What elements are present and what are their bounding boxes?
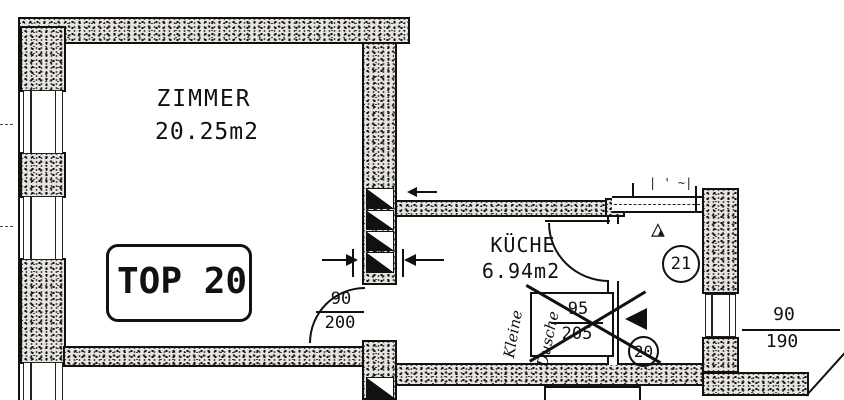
dim-fixture-top: 95 <box>567 299 589 319</box>
entrance-direction-triangle-icon <box>625 308 647 330</box>
window-jamb-line <box>54 363 56 400</box>
triangle-outline-icon: △ <box>651 216 665 242</box>
window-jamb-line <box>30 197 32 259</box>
dim-fixture-line <box>551 322 603 324</box>
arrow-right-shaft <box>322 259 348 261</box>
unit-badge-top20: TOP 20 <box>106 244 252 322</box>
cutoff-text-fragment: | ' ~| <box>649 176 693 190</box>
window-zimmer-1 <box>23 90 63 154</box>
lower-room-partial-rect <box>544 386 641 400</box>
chimney-flue-box <box>366 210 394 230</box>
room-area-kueche: 6.94m2 <box>481 259 561 283</box>
hall-triangle-symbol: △ ▲ <box>651 216 679 244</box>
arrow-right-icon <box>346 254 358 266</box>
wall-left-segment-2 <box>20 152 66 198</box>
dim-zimmer-door-line <box>316 311 364 313</box>
dim-zimmer-door-bottom: 200 <box>324 313 356 333</box>
chimney-flue-box <box>366 231 394 251</box>
wall-zimmer-bottom <box>63 346 364 367</box>
arrow-left-mid-icon <box>404 254 416 266</box>
window-jamb-line <box>54 197 56 259</box>
wall-top <box>18 17 410 44</box>
arrow-left-top-shaft <box>417 191 437 193</box>
dim-zimmer-door-top: 90 <box>330 289 352 309</box>
wall-left-outer-edge <box>18 26 20 400</box>
circle-marker-20: 20 <box>628 336 659 367</box>
wall-left-segment-1 <box>20 26 66 92</box>
window-zimmer-2 <box>23 196 63 260</box>
entrance-threshold <box>612 196 704 213</box>
wall-left-segment-3 <box>20 258 66 364</box>
arrow-left-top-icon <box>407 187 417 197</box>
chimney-flue-box <box>366 252 394 273</box>
window-jamb-line <box>30 91 32 153</box>
diagonal-door-line <box>805 347 844 397</box>
window-jamb-line <box>711 295 713 336</box>
circle-marker-21: 21 <box>662 245 700 283</box>
window-axis-dash-1 <box>0 124 13 125</box>
unit-badge-label: TOP 20 <box>117 261 248 302</box>
triangle-filled-icon: ▲ <box>658 227 665 238</box>
dim-entry-leader-line <box>742 329 840 331</box>
wall-bottom-right <box>702 372 809 396</box>
window-jamb-line <box>30 363 32 400</box>
crossed-fixture-box <box>530 292 614 357</box>
room-label-kueche: KÜCHE <box>490 233 556 257</box>
duct-tick-right <box>402 249 404 277</box>
entrance-tick-right <box>695 186 697 213</box>
circle-21-label: 21 <box>670 254 692 274</box>
entrance-tick-left <box>632 183 634 197</box>
wall-kitchen-bottom <box>395 363 707 386</box>
arrow-left-mid-shaft <box>416 259 444 261</box>
wall-kitchen-top <box>395 200 609 217</box>
entrance-axis-dashdot <box>614 204 700 205</box>
wall-hall-right-upper <box>702 188 739 294</box>
opening-entry-90x190 <box>705 294 736 337</box>
window-lower-left <box>23 362 63 400</box>
circle-20-label: 20 <box>633 342 654 361</box>
chimney-flue-box <box>366 188 394 209</box>
dim-entry-top: 90 <box>773 304 795 325</box>
window-axis-dash-2 <box>0 226 13 227</box>
wall-hall-right-lower <box>702 337 739 373</box>
window-jamb-line <box>54 91 56 153</box>
room-area-zimmer: 20.25m2 <box>155 119 259 145</box>
chimney-flue-box <box>366 377 394 398</box>
room-label-zimmer: ZIMMER <box>156 86 252 112</box>
door-leaf-kitchen <box>545 220 610 222</box>
dim-entry-bottom: 190 <box>765 331 799 352</box>
window-jamb-line <box>728 295 730 336</box>
